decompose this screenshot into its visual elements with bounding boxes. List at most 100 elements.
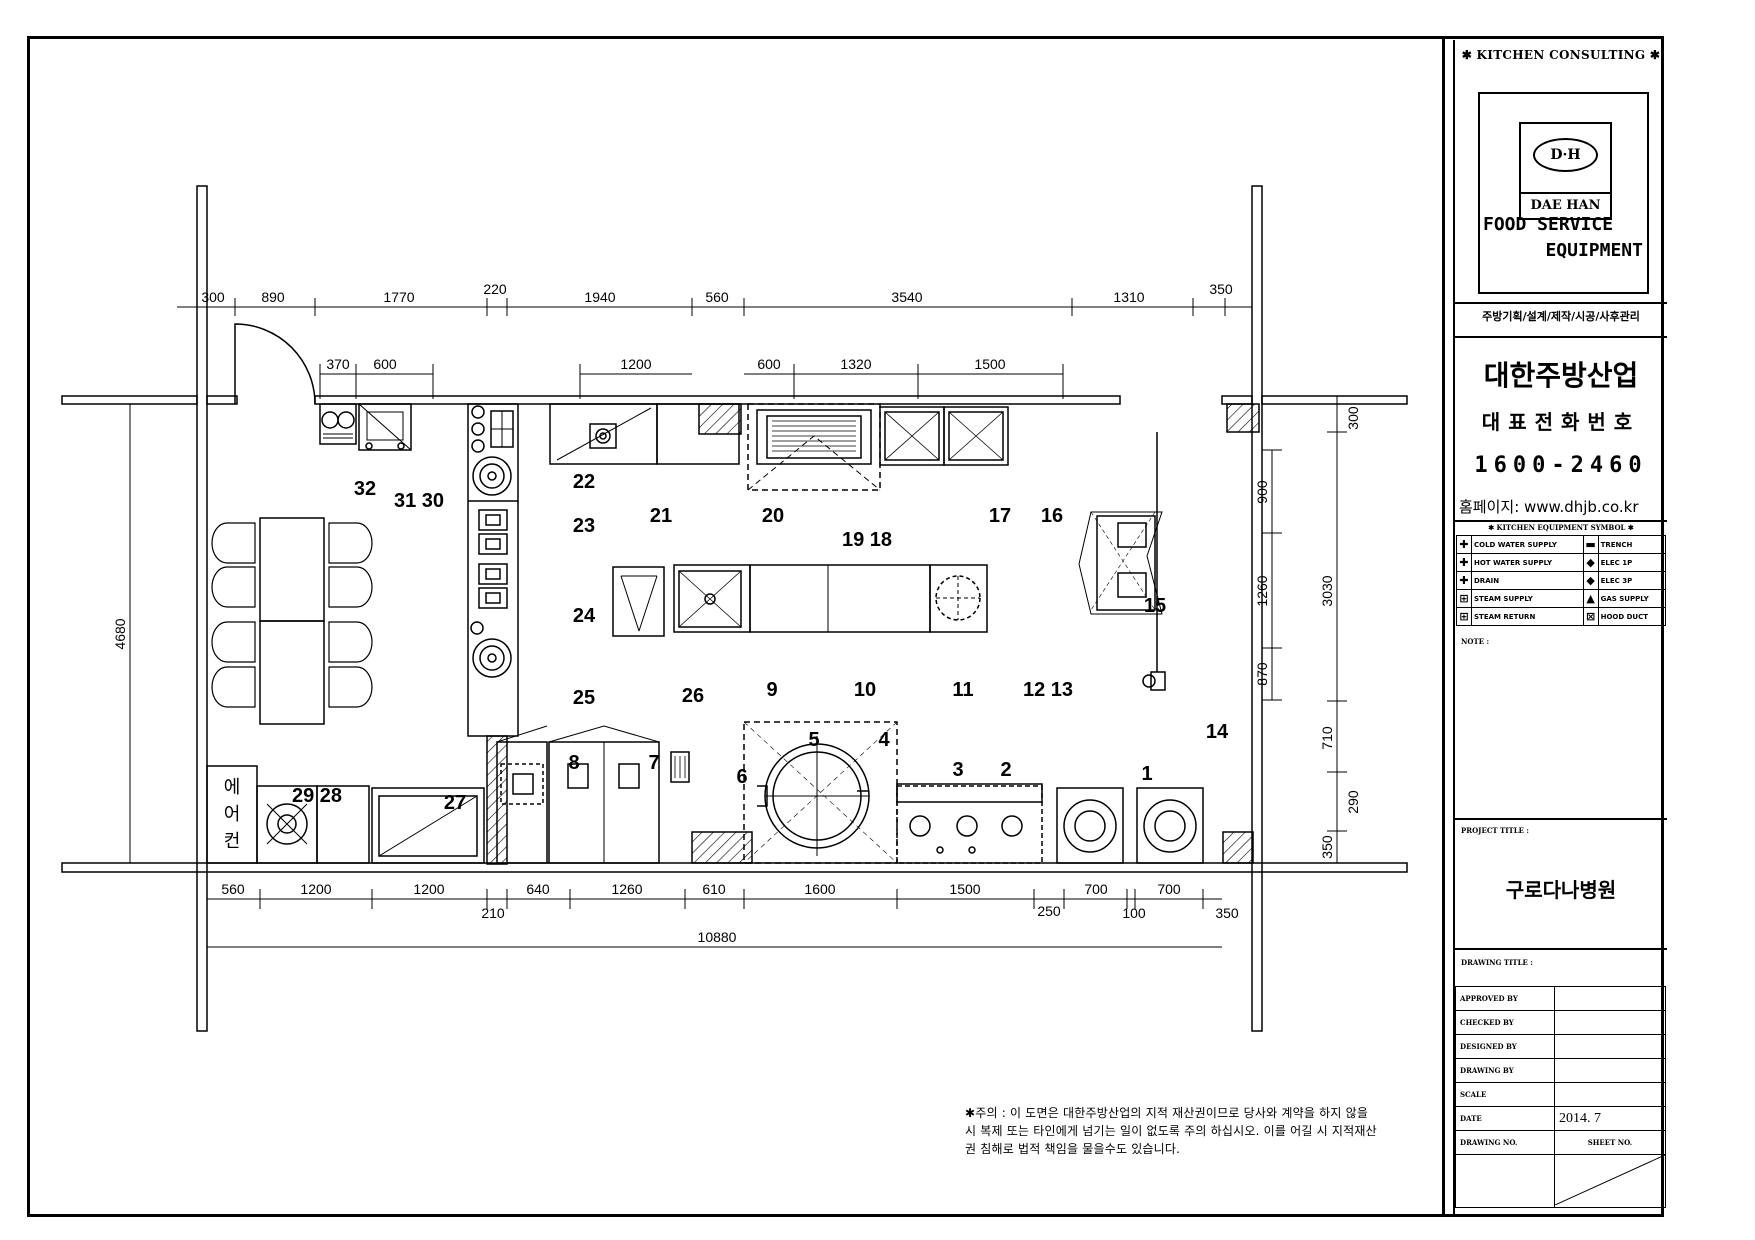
copyright-notice: ✱주의 : 이 도면은 대한주방산업의 지적 재산권이므로 당사와 계약을 하지… xyxy=(965,1106,1377,1156)
sheet-no-label: SHEET NO. xyxy=(1554,1130,1666,1155)
company-name: 대한주방산업 xyxy=(1483,359,1639,392)
project-title: 구로다나병원 xyxy=(1505,878,1617,902)
dim-top-inner: 1200 xyxy=(620,356,651,372)
dim-top: 1310 xyxy=(1113,289,1144,305)
dim-bottom-extra: 100 xyxy=(1122,905,1146,921)
aircon-label: 어 xyxy=(224,804,241,824)
equip-label: 29 28 xyxy=(292,785,342,807)
services-line: 주방기획/설계/제작/시공/사후관리 xyxy=(1482,310,1640,323)
dim-bottom: 1500 xyxy=(949,881,980,897)
dim-bottom: 700 xyxy=(1157,881,1181,897)
dim-top: 1770 xyxy=(383,289,414,305)
designed-by-label: DESIGNED BY xyxy=(1455,1034,1555,1059)
dim-top: 300 xyxy=(201,289,225,305)
dim-top: 560 xyxy=(705,289,729,305)
approved-by-value xyxy=(1554,986,1666,1011)
hood-18-19 xyxy=(747,403,881,491)
equip-label: 16 xyxy=(1041,505,1063,527)
equip-label: 14 xyxy=(1206,721,1229,743)
date-value: 2014. 7 xyxy=(1554,1106,1666,1131)
legend-label: HOT WATER SUPPLY xyxy=(1471,553,1584,572)
checked-by-value xyxy=(1554,1010,1666,1035)
equip-12-13 xyxy=(929,564,988,633)
column xyxy=(1222,831,1254,864)
phone-number: 1600-2460 xyxy=(1474,453,1648,478)
dim-bottom: 560 xyxy=(221,881,245,897)
dining-table xyxy=(259,517,325,622)
dim-right: 1260 xyxy=(1254,575,1270,606)
dim-total: 10880 xyxy=(698,929,737,945)
dim-right: 300 xyxy=(1345,406,1361,430)
aircon-label: 에 xyxy=(224,777,241,797)
dim-bottom-extra: 210 xyxy=(481,905,505,921)
steam-return-icon: ⊞ xyxy=(1456,607,1472,626)
kitchen-floor-plan: 300 890 1770 220 1940 560 3540 1310 350 … xyxy=(61,185,1408,1032)
dim-top: 3540 xyxy=(891,289,922,305)
dim-bottom: 640 xyxy=(526,881,550,897)
cold-water-icon: ✚ xyxy=(1456,535,1472,554)
dim-bottom-extra: 250 xyxy=(1037,903,1061,919)
equip-1 xyxy=(1056,787,1124,864)
equip-label: 27 xyxy=(444,792,466,814)
elec-1p-icon: ◆ xyxy=(1582,553,1599,572)
legend-label: ELEC 3P xyxy=(1597,571,1667,590)
equip-2-3 xyxy=(896,785,1043,864)
chairs-left xyxy=(211,522,256,708)
legend-label: GAS SUPPLY xyxy=(1597,589,1667,608)
legend-label: STEAM RETURN xyxy=(1471,607,1584,626)
legend-label: DRAIN xyxy=(1471,571,1584,590)
hood-duct-icon: ⊠ xyxy=(1582,607,1599,626)
equip-label: 7 xyxy=(648,752,659,774)
gas-supply-icon: ▲ xyxy=(1582,589,1599,608)
dim-bottom: 1200 xyxy=(413,881,444,897)
equip-label: 22 xyxy=(573,471,595,493)
wall-top-right xyxy=(1261,395,1408,405)
door-swing xyxy=(234,323,316,405)
equip-label: 12 13 xyxy=(1023,679,1073,701)
dim-bottom: 700 xyxy=(1084,881,1108,897)
chairs-right xyxy=(328,522,373,708)
divider xyxy=(1455,948,1667,950)
dining-table xyxy=(259,620,325,725)
legend-label: TRENCH xyxy=(1597,535,1667,554)
equip-label: 8 xyxy=(568,752,579,774)
dim-top: 350 xyxy=(1209,281,1233,297)
dim-bottom: 350 xyxy=(1215,905,1239,921)
equip-32 xyxy=(319,403,357,445)
equip-label: 23 xyxy=(573,515,595,537)
wall-bottom xyxy=(61,862,1408,873)
dim-bottom: 1260 xyxy=(611,881,642,897)
dim-right: 290 xyxy=(1345,790,1361,814)
legend-row: ⊞ STEAM RETURN ⊠ HOOD DUCT xyxy=(1456,607,1667,626)
legend-label: HOOD DUCT xyxy=(1597,607,1667,626)
company-logo: D·H DAE HAN FOOD SERVICE EQUIPMENT xyxy=(1478,92,1649,294)
equip-22-25-stack xyxy=(467,403,519,737)
equip-14 xyxy=(1150,671,1166,691)
dim-top: 890 xyxy=(261,289,285,305)
divider xyxy=(1455,336,1667,338)
legend-row: ✚ DRAIN ◆ ELEC 3P xyxy=(1456,571,1667,590)
dim-right: 350 xyxy=(1319,835,1335,859)
sheet-border xyxy=(27,36,1664,1217)
equip-label: 10 xyxy=(854,679,876,701)
project-title-label: PROJECT TITLE : xyxy=(1461,826,1530,835)
title-block: ✱ KITCHEN CONSULTING ✱ D·H DAE HAN FOOD … xyxy=(1442,36,1667,1217)
equip-label: 19 18 xyxy=(842,529,892,551)
steam-supply-icon: ⊞ xyxy=(1456,589,1472,608)
aircon-label: 컨 xyxy=(224,831,241,851)
divider xyxy=(1455,818,1667,820)
dim-top-inner: 1320 xyxy=(840,356,871,372)
symbol-legend-title: ✱ KITCHEN EQUIPMENT SYMBOL ✱ xyxy=(1488,523,1634,532)
dim-top-inner: 600 xyxy=(373,356,397,372)
designed-by-value xyxy=(1554,1034,1666,1059)
drawing-by-label: DRAWING BY xyxy=(1455,1058,1555,1083)
wall-top-b xyxy=(314,395,1121,405)
logo-tagline: FOOD SERVICE xyxy=(1483,214,1614,235)
legend-label: COLD WATER SUPPLY xyxy=(1471,535,1584,554)
column xyxy=(698,403,742,435)
dim-bottom: 1600 xyxy=(804,881,835,897)
wall-top-a xyxy=(206,395,238,405)
homepage: 홈페이지: www.dhjb.co.kr xyxy=(1459,498,1639,516)
elec-3p-icon: ◆ xyxy=(1582,571,1599,590)
